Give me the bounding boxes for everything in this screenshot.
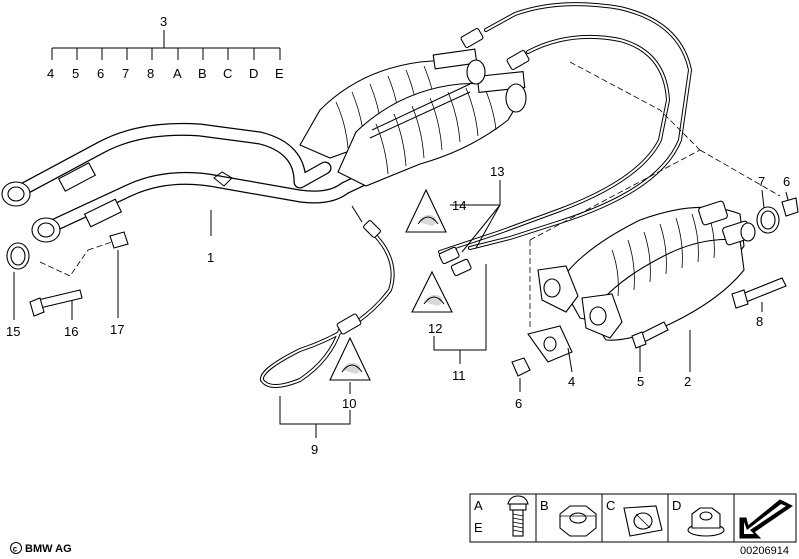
callout-14: 14 [452, 198, 466, 213]
kit-item-a: A [173, 66, 182, 81]
legend-letter-c: C [606, 498, 615, 513]
kit-item-e: E [275, 66, 284, 81]
legend-letter-a: A [474, 498, 483, 513]
copyright-text: BMW AG [25, 543, 72, 555]
callout-13: 13 [490, 164, 504, 179]
legend-direction-arrow-icon [739, 499, 793, 539]
oxygen-sensor-cables[interactable] [259, 2, 693, 388]
bolt-16[interactable] [29, 289, 83, 317]
callout-9: 9 [311, 442, 318, 457]
kit-item-c: C [223, 66, 232, 81]
callout-11: 11 [452, 368, 466, 383]
nut-6[interactable] [511, 357, 531, 377]
callout-numbers: 3 4 5 6 7 8 A B C D E 1 13 14 12 11 10 9… [6, 14, 790, 457]
kit-item-8: 8 [147, 66, 154, 81]
warning-label-14 [405, 188, 447, 233]
nut-17[interactable] [109, 231, 129, 249]
reference-lines [39, 61, 781, 330]
warning-label-12 [411, 270, 453, 313]
bolt-8[interactable] [731, 277, 787, 309]
callout-5: 5 [637, 374, 644, 389]
callout-10: 10 [342, 396, 356, 411]
callout-8: 8 [756, 314, 763, 329]
legend-nut-icon [559, 505, 597, 537]
callout-12: 12 [428, 321, 442, 336]
hardware-legend: A E B C D [469, 493, 797, 543]
legend-flange-nut-icon [687, 507, 725, 537]
callout-6-right: 6 [783, 174, 790, 189]
svg-text:c: c [13, 545, 18, 554]
gasket-15[interactable] [6, 242, 30, 270]
callout-7: 7 [758, 174, 765, 189]
callout-3: 3 [160, 14, 167, 29]
gasket-4[interactable] [527, 325, 573, 363]
kit-item-7: 7 [122, 66, 129, 81]
kit-item-4: 4 [47, 66, 54, 81]
callout-15: 15 [6, 324, 20, 339]
diagram-id: 00206914 [740, 545, 789, 557]
footer: c BMW AG 00206914 [10, 542, 789, 557]
legend-letter-b: B [540, 498, 549, 513]
bolt-5[interactable] [631, 321, 669, 349]
callout-1: 1 [207, 250, 214, 265]
nut-6-right[interactable] [781, 197, 799, 217]
callout-4: 4 [568, 374, 575, 389]
callout-6: 6 [515, 396, 522, 411]
front-pipe-assembly[interactable] [1, 122, 369, 243]
kit-item-b: B [198, 66, 207, 81]
leader-lines [13, 30, 789, 438]
callout-16: 16 [64, 324, 78, 339]
legend-bolt-icon [507, 495, 529, 537]
legend-letter-e: E [474, 520, 483, 535]
front-catalytic-converters[interactable] [299, 48, 527, 187]
warning-label-10 [329, 336, 371, 381]
callout-17: 17 [110, 322, 124, 337]
kit-item-d: D [249, 66, 258, 81]
kit-item-6: 6 [97, 66, 104, 81]
callout-2: 2 [684, 374, 691, 389]
kit-item-5: 5 [72, 66, 79, 81]
rear-catalytic-converter[interactable] [537, 200, 756, 341]
legend-letter-d: D [672, 498, 681, 513]
gasket-7[interactable] [756, 206, 780, 234]
legend-clip-nut-icon [623, 505, 663, 537]
